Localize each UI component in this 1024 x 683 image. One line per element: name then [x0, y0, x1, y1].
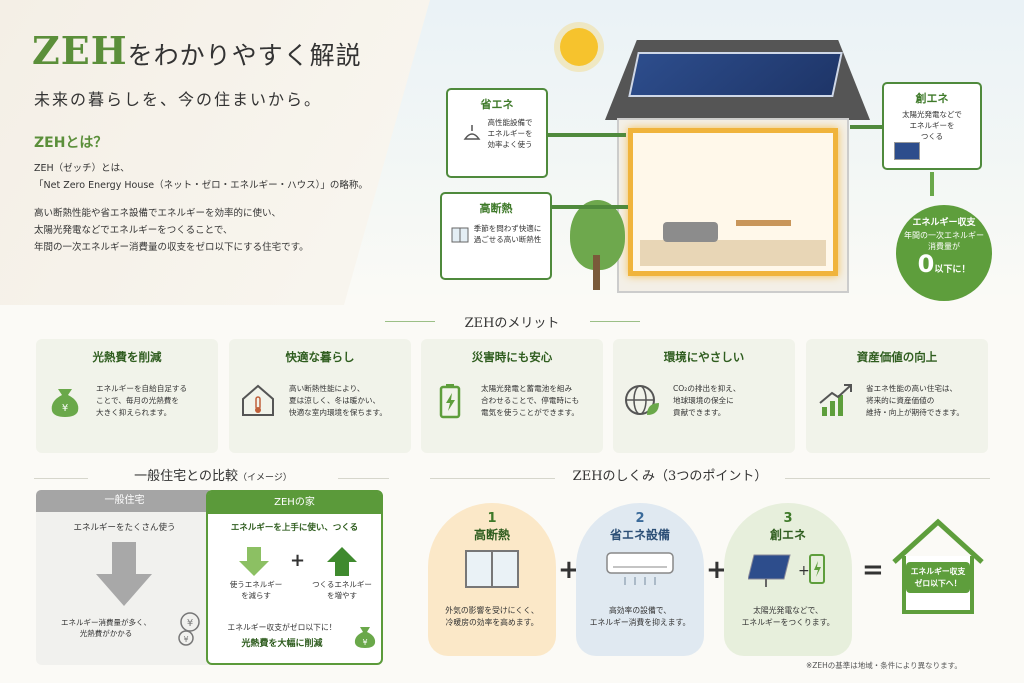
- point-insulation: 1 高断熱 外気の影響を受けにくく、冷暖房の効率を高めます。: [428, 503, 556, 656]
- solar-panel-icon: [894, 142, 920, 160]
- money-bag-icon: ¥: [354, 627, 376, 648]
- tree-trunk: [593, 255, 600, 290]
- svg-text:+: +: [798, 563, 810, 579]
- zeh-house-panel: ZEHの家 エネルギーを上手に使い、つくる 使うエネルギーを減らす + つくるエ…: [206, 490, 383, 665]
- divider: [385, 321, 435, 322]
- merit-card: 快適な暮らし 高い断熱性能により、夏は涼しく、冬は暖かい、快適な室内環境を保ちま…: [229, 339, 411, 453]
- plus-sign: +: [558, 555, 580, 585]
- normal-house-panel: 一般住宅 エネルギーをたくさん使う エネルギー消費量が多く、光熱費がかかる ¥¥: [36, 490, 213, 665]
- battery-icon: [439, 384, 461, 419]
- pendant-lamp-icon: [463, 125, 480, 141]
- arrow-down-to-result: [930, 172, 934, 196]
- what-is-zeh-heading: ZEHとは？: [34, 135, 108, 151]
- plus-sign: +: [706, 555, 728, 585]
- room-floor: [640, 240, 826, 266]
- point-energy-creation: 3 創エネ + 太陽光発電などで、エネルギーをつくります。: [724, 503, 852, 656]
- equals-sign: =: [862, 555, 884, 585]
- point-energy-saving-equipment: 2 省エネ設備 高効率の設備で、エネルギー消費を抑えます。: [576, 503, 704, 656]
- label-energy-creation: 創エネ 太陽光発電などでエネルギーをつくる: [882, 82, 982, 170]
- mechanism-title: ZEHのしくみ（3つのポイント）: [555, 465, 785, 484]
- solar-panel-icon: [628, 52, 843, 97]
- window-icon: [451, 227, 469, 243]
- arrow-to-house: [552, 205, 628, 209]
- rising-chart-icon: [819, 384, 852, 416]
- merit-card: 光熱費を削減 ¥ エネルギーを自給自足することで、毎月の光熱費を大きく抑えられま…: [36, 339, 218, 453]
- intro-text: 「Net Zero Energy House（ネット・ゼロ・エネルギー・ハウス）…: [34, 180, 368, 191]
- solar-panel-battery-icon: +: [747, 554, 825, 587]
- window-icon: [465, 550, 519, 588]
- page-title: ZEHをわかりやすく解説: [32, 28, 362, 73]
- merit-card: 災害時にも安心 太陽光発電と蓄電池を組み合わせることで、停電時にも電気を使うこと…: [421, 339, 603, 453]
- plus-sign: +: [290, 550, 306, 571]
- money-bag-icon: ¥: [51, 389, 79, 417]
- divider: [590, 321, 640, 322]
- intro-text: 太陽光発電などでエネルギーをつくることで、: [34, 225, 233, 236]
- air-conditioner-icon: [606, 552, 674, 585]
- svg-text:¥: ¥: [183, 635, 188, 644]
- dining-table-icon: [736, 220, 791, 226]
- merit-card: 環境にやさしい CO₂の排出を抑え、地球環境の保全に貢献できます。: [613, 339, 795, 453]
- comparison-title: 一般住宅との比較（イメージ）: [88, 465, 338, 484]
- up-arrow-icon: [327, 547, 357, 576]
- energy-balance-zero-badge: エネルギー収支 年間の一次エネルギー 消費量が 0以下に！: [896, 205, 992, 301]
- label-insulation: 高断熱 季節を問わず快適に過ごせる高い断熱性: [440, 192, 552, 280]
- svg-text:¥: ¥: [187, 618, 193, 629]
- zero-balance-badge: エネルギー収支ゼロ以下へ！: [906, 562, 970, 594]
- globe-leaf-icon: [625, 385, 659, 415]
- down-arrow-icon: [239, 547, 269, 576]
- arrow-from-roof: [850, 125, 882, 129]
- footnote: ※ZEHの基準は地域・条件により異なります。: [806, 661, 962, 670]
- page-subtitle: 未来の暮らしを、今の住まいから。: [34, 90, 323, 109]
- svg-text:¥: ¥: [62, 403, 68, 414]
- coins-icon: ¥¥: [178, 612, 200, 646]
- intro-text: 年間の一次エネルギー消費量の収支をゼロ以下にする住宅です。: [34, 242, 309, 253]
- sofa-icon: [663, 222, 718, 242]
- intro-text: ZEH（ゼッチ）とは、: [34, 163, 130, 174]
- house-thermometer-icon: [242, 384, 274, 416]
- merits-title: ZEHのメリット: [464, 316, 560, 331]
- label-energy-saving: 省エネ 高性能設備でエネルギーを効率よく使う: [446, 88, 548, 178]
- sun-icon: [560, 28, 598, 66]
- intro-text: 高い断熱性能や省エネ設備でエネルギーを効率的に使い、: [34, 208, 282, 219]
- merit-card: 資産価値の向上 省エネ性能の高い住宅は、将来的に資産価値の維持・向上が期待できま…: [806, 339, 988, 453]
- large-down-arrow-icon: [96, 542, 152, 606]
- arrow-to-house: [548, 133, 626, 137]
- svg-text:¥: ¥: [362, 638, 367, 647]
